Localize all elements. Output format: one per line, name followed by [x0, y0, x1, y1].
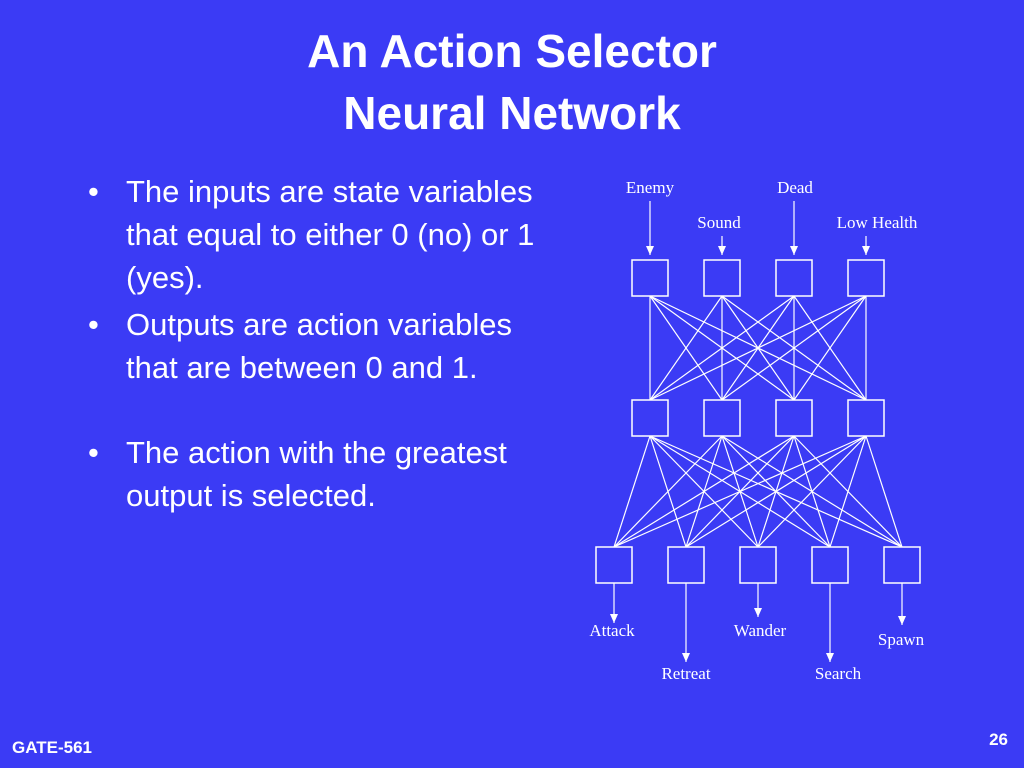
input-node — [847, 259, 885, 297]
input-hidden-connection — [649, 295, 795, 401]
output-label: Wander — [734, 621, 787, 640]
input-label: Low Health — [837, 213, 918, 232]
input-label: Dead — [777, 178, 813, 197]
course-label: GATE-561 — [12, 738, 92, 757]
input-hidden-connection — [793, 295, 867, 401]
input-hidden-connection — [649, 295, 723, 401]
input-node — [703, 259, 741, 297]
hidden-output-connection — [829, 435, 867, 548]
hidden-node — [631, 399, 669, 437]
hidden-output-connection — [613, 435, 723, 548]
hidden-output-connection — [757, 435, 867, 548]
hidden-output-connection — [865, 435, 903, 548]
hidden-output-connection — [613, 435, 795, 548]
slide-title: An Action Selector Neural Network — [0, 20, 1024, 144]
input-hidden-connection — [721, 295, 867, 401]
output-node — [667, 546, 705, 584]
bullet-item: Outputs are action variables that are be… — [82, 303, 562, 389]
input-label: Enemy — [626, 178, 675, 197]
output-label: Attack — [589, 621, 635, 640]
output-label: Search — [815, 664, 862, 683]
bullet-list: The inputs are state variables that equa… — [82, 170, 562, 521]
hidden-output-connection — [613, 435, 867, 548]
title-line-2: Neural Network — [343, 87, 681, 139]
output-node — [595, 546, 633, 584]
output-node — [739, 546, 777, 584]
hidden-output-connection — [685, 435, 867, 548]
hidden-node — [703, 399, 741, 437]
hidden-node — [847, 399, 885, 437]
network-nodes — [595, 259, 921, 584]
page-number: 26 — [989, 730, 1008, 749]
output-label: Retreat — [661, 664, 710, 683]
title-line-1: An Action Selector — [307, 25, 717, 77]
hidden-output-connection — [613, 435, 651, 548]
hidden-node — [775, 399, 813, 437]
connection-lines — [613, 295, 903, 548]
input-hidden-connection — [649, 295, 867, 401]
output-node — [883, 546, 921, 584]
output-label: Spawn — [878, 630, 925, 649]
bullet-item: The inputs are state variables that equa… — [82, 170, 562, 299]
input-node — [631, 259, 669, 297]
input-node — [775, 259, 813, 297]
bullet-item: The action with the greatest output is s… — [82, 431, 562, 517]
signal-arrows — [610, 201, 906, 662]
output-node — [811, 546, 849, 584]
input-label: Sound — [697, 213, 741, 232]
